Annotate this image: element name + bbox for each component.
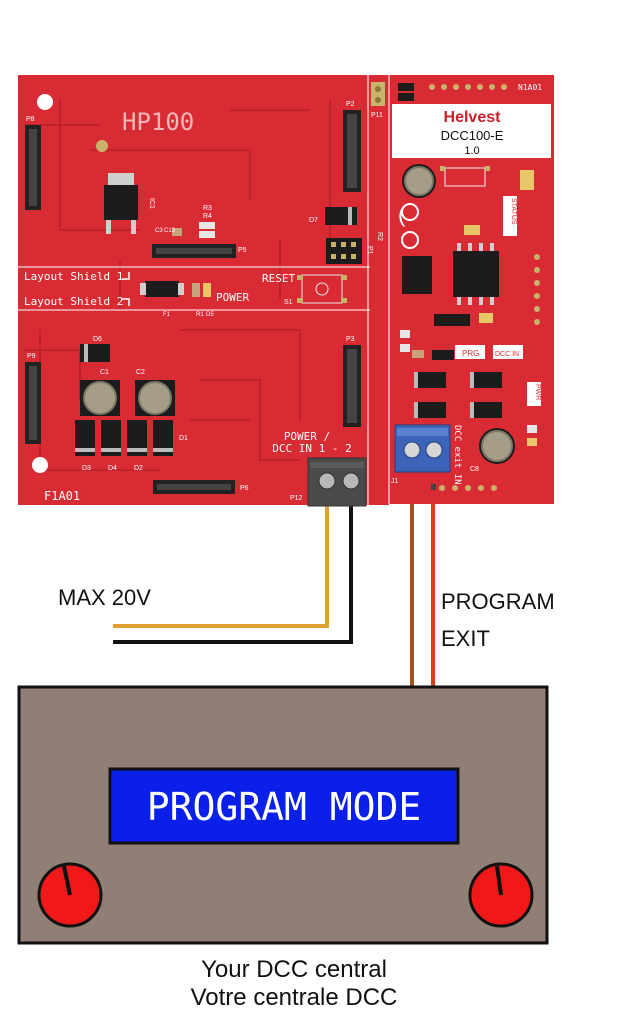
dcc-exit-in-label: DCC exit IN [452,425,462,485]
lcd-text: PROGRAM MODE [147,785,422,829]
dcc-in-led [493,345,523,359]
ref-c3: C3 [155,228,163,234]
wires [113,470,435,690]
daughter-board-dcc100e: N1A01 Helvest DCC100-E 1.0 ( STATUS [388,75,554,504]
header-top-pins [429,84,507,90]
pwr-led [527,382,541,406]
ref-d5: D5 [206,312,214,318]
ref-p6: P6 [240,485,249,492]
diode-d7 [325,207,357,225]
ref-d4: D4 [108,465,117,472]
mounting-hole-top [37,94,53,110]
left-knob-indicator [62,865,72,896]
ref-d7: D7 [309,217,318,224]
fuse-f1 [145,281,179,297]
layout-shield-1-label: Layout Shield 1 [24,270,123,283]
mounting-hole-bottom [32,457,48,473]
version-label: 1.0 [464,145,479,157]
ic-small [402,256,432,294]
shield-1-arrow [122,272,130,280]
status-led-block [503,196,517,236]
power-dcc-in-label-line2: DCC IN 1 - 2 [272,442,351,455]
prg-label: PRG [462,349,479,358]
header-p11 [371,82,385,106]
ref-s1: S1 [284,299,293,306]
capacitor-c1 [83,381,117,415]
brand-label: Helvest [444,109,502,126]
ref-d6: D6 [93,336,102,343]
ref-c1: C1 [100,369,109,376]
program-label-line1: PROGRAM [441,589,555,614]
dcc-in-label: DCC IN [495,351,519,358]
capacitor-c2 [138,381,172,415]
ref-p9: P9 [27,353,36,360]
status-label: STATUS [510,198,517,225]
pwr-label: PWR [534,384,541,400]
ref-f1: F1 [163,312,171,318]
header-bottom-pins [431,484,497,491]
ref-p2: P2 [346,101,355,108]
capacitor-big-top [404,166,434,196]
main-board-id: F1A01 [44,489,80,503]
ref-d3: D3 [82,465,91,472]
ref-r3: R3 [203,205,212,212]
ref-c13: C13 [164,228,176,234]
main-board-hp100: HP100 P8 P2 P11 IC1 R3 R4 C3 C13 P5 [18,75,389,507]
product-label [392,104,551,158]
lcd-display [108,767,460,845]
prg-led [455,345,485,359]
ref-p8: P8 [26,116,35,123]
ref-d2: D2 [134,465,143,472]
dcc-central: PROGRAM MODE [17,685,549,945]
ic-main [453,251,499,297]
ref-p5: P5 [238,247,247,254]
layout-shield-2-label: Layout Shield 2 [24,295,123,308]
ic1-tab [108,173,134,185]
ref-j1: J1 [391,478,399,485]
program-label-line2: EXIT [441,626,490,651]
header-right-pins [534,254,540,325]
capacitor-c8 [481,430,513,462]
power-dcc-in-label-line1: POWER / [284,430,330,443]
ref-ic1: IC1 [148,198,155,209]
reset-label: RESET [262,272,295,285]
board-title: HP100 [122,108,194,136]
black-power-wire [113,500,353,644]
ic1-regulator [104,185,138,220]
bridge-diodes [75,420,173,456]
daughter-board-id: N1A01 [518,83,542,92]
lower-diodes [414,372,502,418]
ref-p3: P3 [346,336,355,343]
test-pad [96,140,108,152]
pcb-traces [39,100,331,471]
right-knob-indicator [495,865,503,896]
header-p1 [326,238,362,264]
max-voltage-label: MAX 20V [58,585,151,610]
ref-p11: P11 [371,112,383,119]
ref-r4: R4 [203,213,212,220]
ref-r1: R1 [196,312,204,318]
ref-r2: R2 [376,232,383,241]
ref-p12: P12 [290,495,303,502]
yellow-power-wire [113,500,329,628]
power-led-label: POWER [216,291,249,304]
shield-2-arrow [122,298,130,306]
ref-p1: P1 [366,246,373,255]
ref-c2: C2 [136,369,145,376]
model-label: DCC100-E [441,128,504,143]
ref-d1: D1 [179,435,188,442]
caption-english: Your DCC central [201,956,387,983]
ref-c8: C8 [470,466,479,473]
reset-button [301,274,343,304]
caption-french: Votre centrale DCC [191,984,398,1011]
